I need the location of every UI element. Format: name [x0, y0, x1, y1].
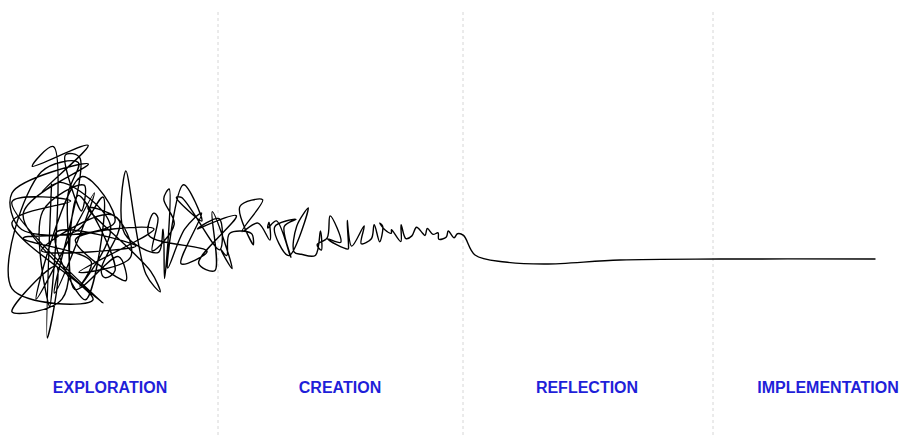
stage-dividers: [218, 12, 713, 435]
stage-label: EXPLORATION: [50, 378, 170, 398]
stage-divider: [463, 12, 464, 435]
stage-divider: [713, 12, 714, 435]
stage-label: CREATION: [296, 378, 384, 398]
squiggle-line: [8, 145, 875, 338]
stage-label: REFLECTION: [533, 378, 641, 398]
stage-label: IMPLEMENTATION: [754, 378, 902, 398]
